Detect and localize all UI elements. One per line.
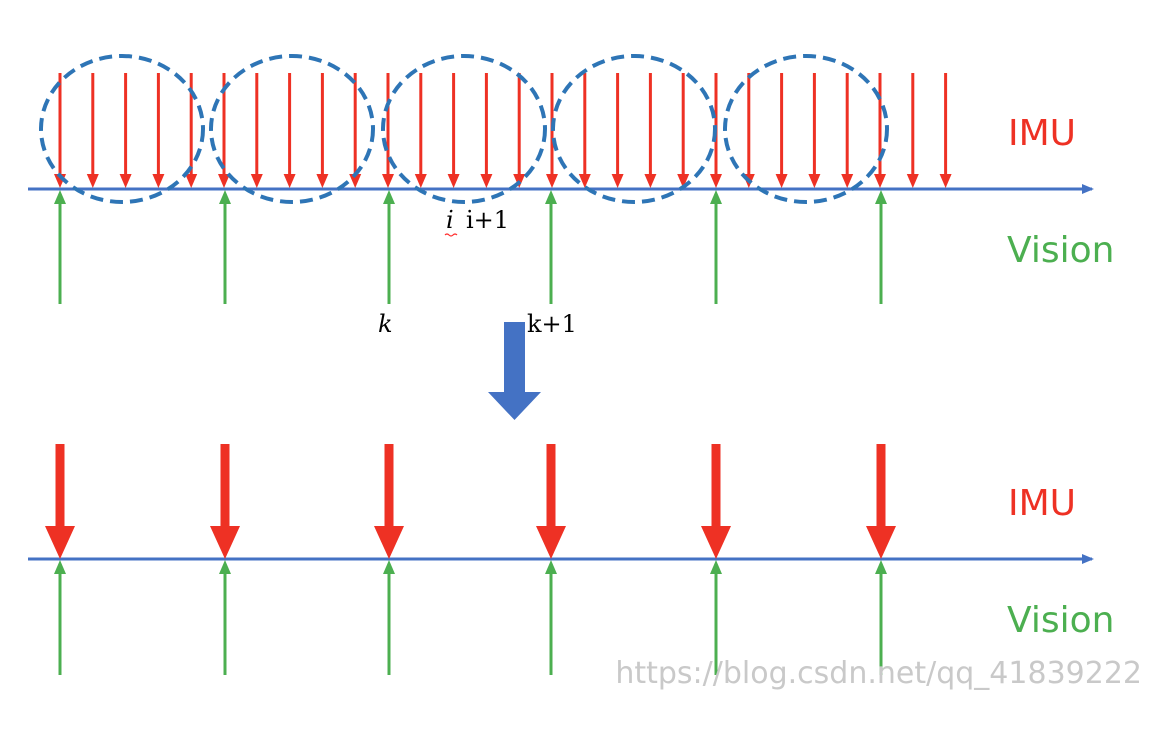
transition-arrow: [488, 322, 541, 420]
imu-sample-arrow: [906, 73, 919, 188]
integration-windows: [39, 54, 889, 204]
imu-sample-arrow: [710, 73, 722, 188]
top-vision-label: Vision: [1007, 230, 1114, 271]
vision-frame-arrow: [710, 560, 722, 675]
imu-sample-arrow: [939, 73, 952, 188]
index-k-plus-1-label: k+1: [527, 310, 577, 338]
imu-sample-arrow: [382, 73, 394, 188]
preintegration-window: [39, 54, 205, 204]
imu-sample-arrow: [152, 73, 165, 188]
preintegrated-imu-arrow: [866, 444, 896, 559]
vision-frame-arrow: [710, 190, 722, 304]
imu-sample-arrow: [808, 73, 821, 188]
imu-sample-arrow: [775, 73, 788, 188]
imu-sample-arrow: [611, 73, 624, 188]
imu-sample-arrow: [578, 73, 591, 188]
vision-frame-arrow: [219, 560, 231, 675]
vision-frame-arrow: [875, 190, 887, 304]
top-vision-arrows: [54, 190, 887, 304]
bottom-imu-label: IMU: [1008, 483, 1076, 524]
preintegrated-imu-arrow: [701, 444, 731, 559]
preintegrated-imu-arrow: [374, 444, 404, 559]
vision-frame-arrow: [54, 560, 66, 675]
vision-frame-arrow: [545, 560, 557, 675]
vision-frame-arrow: [219, 190, 231, 304]
preintegrated-imu-arrow: [45, 444, 75, 559]
vision-frame-arrow: [875, 560, 887, 675]
imu-sample-arrow: [513, 73, 526, 188]
bottom-vision-arrows: [54, 560, 887, 675]
index-i-label: i: [446, 206, 454, 234]
imu-sample-arrow: [677, 73, 690, 188]
imu-sample-arrow: [349, 73, 362, 188]
imu-sample-arrow: [119, 73, 132, 188]
vision-frame-arrow: [383, 560, 395, 675]
spellcheck-squiggle: [444, 233, 458, 237]
preintegrated-imu-arrow: [210, 444, 240, 559]
imu-sample-arrow: [742, 73, 755, 188]
imu-sample-arrow: [283, 73, 296, 188]
top-diagram: IMU Vision i i+1 k k+1: [28, 54, 1114, 338]
imu-sample-arrow: [644, 73, 657, 188]
imu-sample-arrow: [250, 73, 263, 188]
vision-frame-arrow: [545, 190, 557, 304]
index-i-plus-1-label: i+1: [466, 206, 509, 234]
preintegration-window: [551, 54, 717, 204]
top-imu-label: IMU: [1008, 113, 1076, 154]
preintegrated-imu-arrow: [536, 444, 566, 559]
preintegration-window: [381, 54, 547, 204]
bottom-diagram: IMU Vision: [28, 444, 1114, 675]
imu-sample-arrow: [316, 73, 329, 188]
imu-sample-arrow: [480, 73, 493, 188]
watermark: https://blog.csdn.net/qq_41839222: [615, 656, 1142, 691]
vision-frame-arrow: [54, 190, 66, 304]
preintegration-window: [209, 54, 375, 204]
imu-sample-arrow: [447, 73, 460, 188]
index-k-label: k: [378, 310, 393, 338]
bottom-vision-label: Vision: [1007, 600, 1114, 641]
imu-sample-arrow: [414, 73, 427, 188]
imu-sample-arrow: [841, 73, 854, 188]
vision-frame-arrow: [383, 190, 395, 304]
preintegration-window: [723, 54, 889, 204]
imu-sample-arrow: [86, 73, 99, 188]
bottom-imu-arrows: [45, 444, 896, 559]
